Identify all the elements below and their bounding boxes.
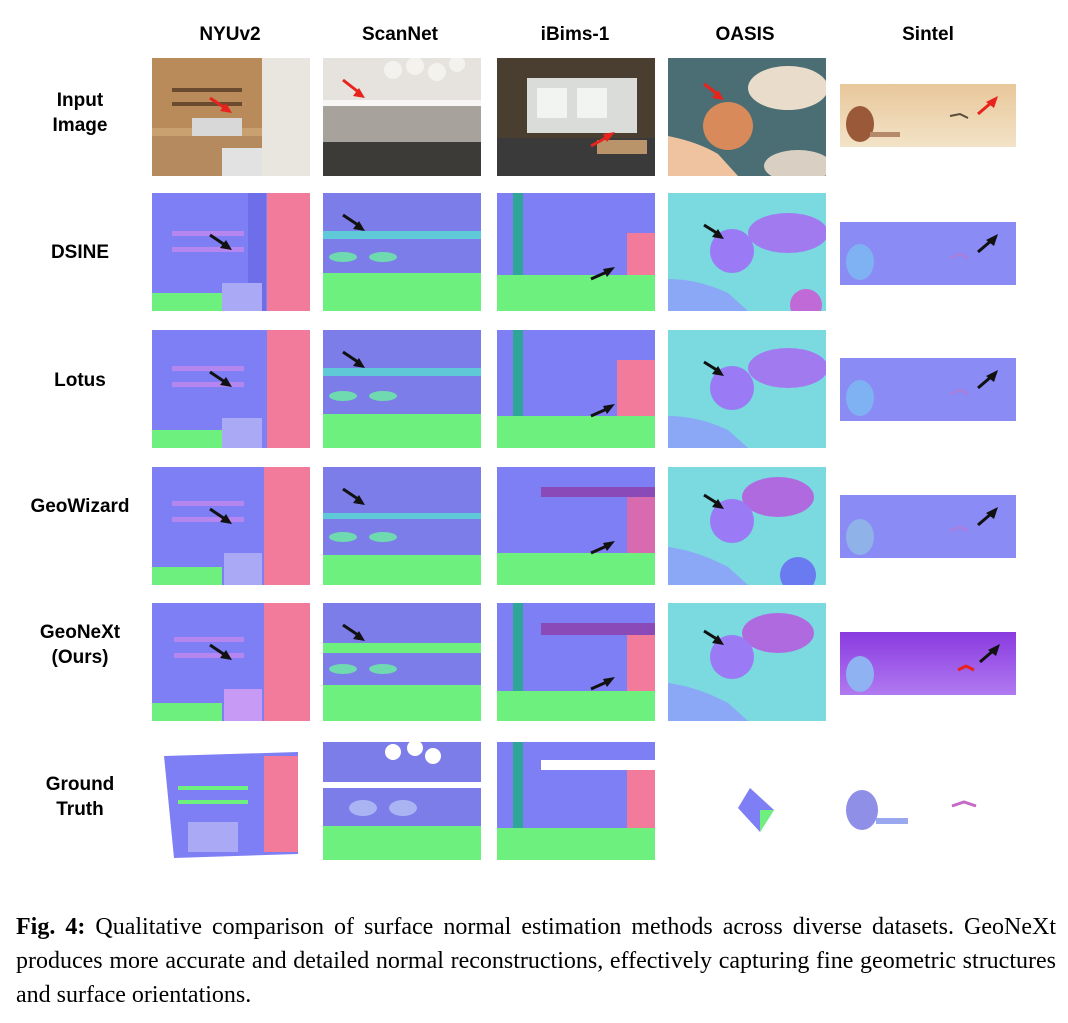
row-label-lotus: Lotus bbox=[54, 370, 106, 391]
lotus-oasis bbox=[668, 330, 826, 448]
column-header-nyuv2: NYUv2 bbox=[199, 24, 261, 45]
dsine-nyuv2 bbox=[152, 193, 310, 311]
input-image-sintel bbox=[840, 84, 1016, 147]
figure-label: Fig. 4: bbox=[16, 914, 86, 940]
row-header-lotus: Lotus bbox=[10, 368, 150, 393]
input-image-nyuv2 bbox=[152, 58, 310, 176]
geowizard-ibims bbox=[497, 467, 655, 585]
geowizard-scannet bbox=[323, 467, 481, 585]
geonext-nyuv2 bbox=[152, 603, 310, 721]
ground-truth-sintel bbox=[840, 784, 1016, 834]
lotus-scannet bbox=[323, 330, 481, 448]
lotus-nyuv2 bbox=[152, 330, 310, 448]
row-header-geowizard: GeoWizard bbox=[10, 494, 150, 519]
row-header-dsine: DSINE bbox=[10, 240, 150, 265]
input-image-ibims bbox=[497, 58, 655, 176]
ground-truth-oasis bbox=[738, 788, 774, 832]
lotus-sintel bbox=[840, 358, 1016, 421]
row-label-geonext: GeoNeXt(Ours) bbox=[39, 622, 121, 668]
figure-caption: Fig. 4: Qualitative comparison of surfac… bbox=[16, 910, 1056, 1012]
geonext-oasis bbox=[668, 603, 826, 721]
dsine-sintel bbox=[840, 222, 1016, 285]
column-header-ibims: iBims-1 bbox=[540, 24, 610, 45]
column-header-oasis: OASIS bbox=[715, 24, 775, 45]
geowizard-nyuv2 bbox=[152, 467, 310, 585]
figure-caption-text: Qualitative comparison of surface normal… bbox=[16, 914, 1056, 1008]
input-image-oasis bbox=[668, 58, 826, 176]
dsine-scannet bbox=[323, 193, 481, 311]
input-image-scannet bbox=[323, 58, 481, 176]
row-header-geonext: GeoNeXt(Ours) bbox=[10, 620, 150, 670]
column-header-sintel: Sintel bbox=[902, 24, 954, 45]
geowizard-oasis bbox=[668, 467, 826, 585]
dsine-oasis bbox=[668, 193, 826, 311]
row-label-dsine: DSINE bbox=[50, 242, 110, 263]
geonext-ibims bbox=[497, 603, 655, 721]
ground-truth-ibims bbox=[497, 742, 655, 860]
ground-truth-nyuv2 bbox=[158, 752, 300, 858]
column-header-scannet: ScanNet bbox=[361, 24, 439, 45]
dsine-ibims bbox=[497, 193, 655, 311]
ground-truth-scannet bbox=[323, 742, 481, 860]
geowizard-sintel bbox=[840, 495, 1016, 558]
geonext-sintel bbox=[840, 632, 1016, 695]
geonext-scannet bbox=[323, 603, 481, 721]
lotus-ibims bbox=[497, 330, 655, 448]
row-label-geowizard: GeoWizard bbox=[30, 496, 130, 517]
